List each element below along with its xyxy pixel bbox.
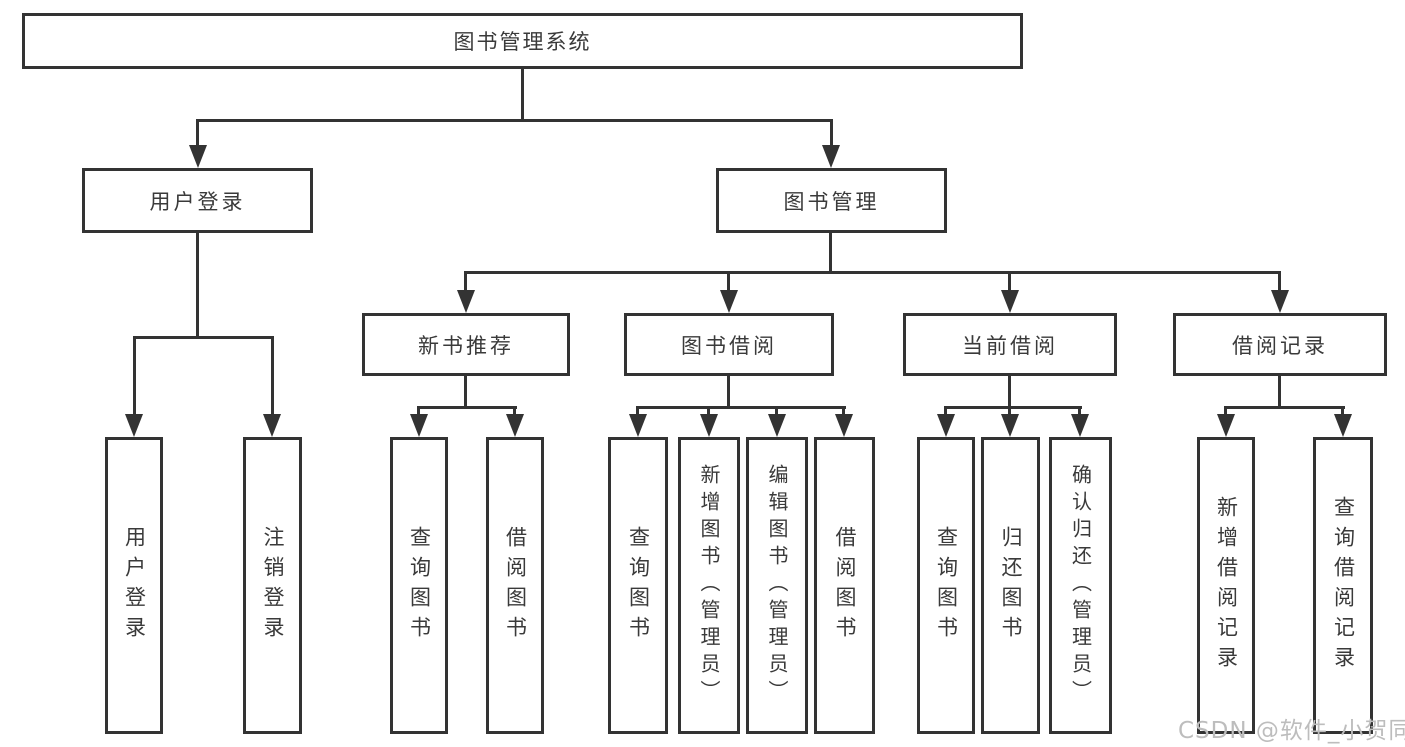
connector-line bbox=[842, 406, 845, 416]
connector-line bbox=[636, 406, 639, 416]
connector-line bbox=[944, 406, 947, 416]
node-book-management-label: 图书管理 bbox=[783, 189, 880, 214]
connector-line bbox=[196, 119, 199, 147]
node-root-label: 图书管理系统 bbox=[453, 30, 592, 54]
connector-line bbox=[133, 336, 136, 416]
leaf-cb-confirm-return: 确认归还（管理员） bbox=[1049, 437, 1112, 734]
node-new-books-label: 新书推荐 bbox=[418, 333, 514, 358]
leaf-br-query-record-label: 查询借阅记录 bbox=[1331, 495, 1356, 676]
connector-line bbox=[1008, 406, 1011, 416]
leaf-nb-borrow-books: 借阅图书 bbox=[486, 437, 544, 734]
leaf-br-query-record: 查询借阅记录 bbox=[1313, 437, 1373, 734]
node-root: 图书管理系统 bbox=[22, 13, 1023, 69]
csdn-watermark: CSDN @软件_小贺同学 bbox=[1178, 718, 1405, 744]
leaf-cb-return-books: 归还图书 bbox=[981, 437, 1040, 734]
arrowhead-icon bbox=[1334, 414, 1352, 437]
leaf-bb-edit-books: 编辑图书（管理员） bbox=[746, 437, 808, 734]
connector-line bbox=[775, 406, 778, 416]
connector-line bbox=[271, 336, 274, 416]
connector-line bbox=[1278, 271, 1281, 292]
arrowhead-icon bbox=[189, 145, 207, 168]
connector-line bbox=[1224, 406, 1227, 416]
leaf-bb-borrow-books: 借阅图书 bbox=[814, 437, 875, 734]
leaf-cb-query-books: 查询图书 bbox=[917, 437, 975, 734]
arrowhead-icon bbox=[1071, 414, 1089, 437]
connector-line bbox=[417, 406, 517, 409]
leaf-bb-edit-books-label: 编辑图书（管理员） bbox=[765, 464, 789, 707]
connector-line bbox=[196, 119, 833, 122]
connector-line bbox=[1078, 406, 1081, 416]
leaf-br-add-record-label: 新增借阅记录 bbox=[1214, 495, 1239, 676]
leaf-nb-query-books-label: 查询图书 bbox=[407, 525, 432, 646]
arrowhead-icon bbox=[720, 290, 738, 313]
leaf-bb-query-books: 查询图书 bbox=[608, 437, 668, 734]
connector-line bbox=[464, 271, 1281, 274]
connector-line bbox=[727, 376, 730, 409]
leaf-logout: 注销登录 bbox=[243, 437, 302, 734]
connector-line bbox=[707, 406, 710, 416]
node-borrowing-records: 借阅记录 bbox=[1173, 313, 1387, 376]
arrowhead-icon bbox=[822, 145, 840, 168]
leaf-cb-return-books-label: 归还图书 bbox=[999, 525, 1023, 646]
arrowhead-icon bbox=[506, 414, 524, 437]
leaf-cb-confirm-return-label: 确认归还（管理员） bbox=[1068, 464, 1093, 707]
leaf-nb-borrow-books-label: 借阅图书 bbox=[503, 525, 528, 646]
arrowhead-icon bbox=[457, 290, 475, 313]
leaf-user-login: 用户登录 bbox=[105, 437, 163, 734]
connector-line bbox=[944, 406, 1082, 409]
arrowhead-icon bbox=[1001, 290, 1019, 313]
connector-line bbox=[830, 119, 833, 147]
leaf-bb-query-books-label: 查询图书 bbox=[626, 525, 651, 646]
connector-line bbox=[1008, 271, 1011, 292]
arrowhead-icon bbox=[410, 414, 428, 437]
connector-line bbox=[133, 336, 274, 339]
node-borrowing-records-label: 借阅记录 bbox=[1232, 333, 1328, 358]
node-current-borrowing: 当前借阅 bbox=[903, 313, 1117, 376]
leaf-br-add-record: 新增借阅记录 bbox=[1197, 437, 1255, 734]
leaf-bb-add-books-label: 新增图书（管理员） bbox=[697, 464, 721, 707]
node-book-borrowing: 图书借阅 bbox=[624, 313, 834, 376]
connector-line bbox=[196, 233, 199, 339]
leaf-nb-query-books: 查询图书 bbox=[390, 437, 448, 734]
node-user-login: 用户登录 bbox=[82, 168, 313, 233]
connector-line bbox=[521, 69, 524, 119]
connector-line bbox=[1224, 406, 1345, 409]
leaf-user-login-label: 用户登录 bbox=[122, 525, 147, 646]
node-new-books: 新书推荐 bbox=[362, 313, 570, 376]
arrowhead-icon bbox=[1271, 290, 1289, 313]
arrowhead-icon bbox=[125, 414, 143, 437]
connector-line bbox=[417, 406, 420, 416]
arrowhead-icon bbox=[700, 414, 718, 437]
leaf-logout-label: 注销登录 bbox=[261, 525, 285, 646]
connector-line bbox=[829, 233, 832, 274]
arrowhead-icon bbox=[835, 414, 853, 437]
connector-line bbox=[464, 376, 467, 409]
leaf-cb-query-books-label: 查询图书 bbox=[934, 525, 959, 646]
connector-line bbox=[464, 271, 467, 292]
node-user-login-label: 用户登录 bbox=[149, 189, 246, 214]
leaf-bb-borrow-books-label: 借阅图书 bbox=[833, 525, 857, 646]
connector-line bbox=[636, 406, 846, 409]
connector-line bbox=[1278, 376, 1281, 409]
arrowhead-icon bbox=[629, 414, 647, 437]
arrowhead-icon bbox=[263, 414, 281, 437]
node-current-borrowing-label: 当前借阅 bbox=[962, 333, 1058, 358]
arrowhead-icon bbox=[1001, 414, 1019, 437]
arrowhead-icon bbox=[937, 414, 955, 437]
arrowhead-icon bbox=[768, 414, 786, 437]
connector-line bbox=[1008, 376, 1011, 409]
leaf-bb-add-books: 新增图书（管理员） bbox=[678, 437, 740, 734]
node-book-management: 图书管理 bbox=[716, 168, 947, 233]
arrowhead-icon bbox=[1217, 414, 1235, 437]
connector-line bbox=[513, 406, 516, 416]
node-book-borrowing-label: 图书借阅 bbox=[681, 333, 777, 358]
connector-line bbox=[727, 271, 730, 292]
connector-line bbox=[1341, 406, 1344, 416]
